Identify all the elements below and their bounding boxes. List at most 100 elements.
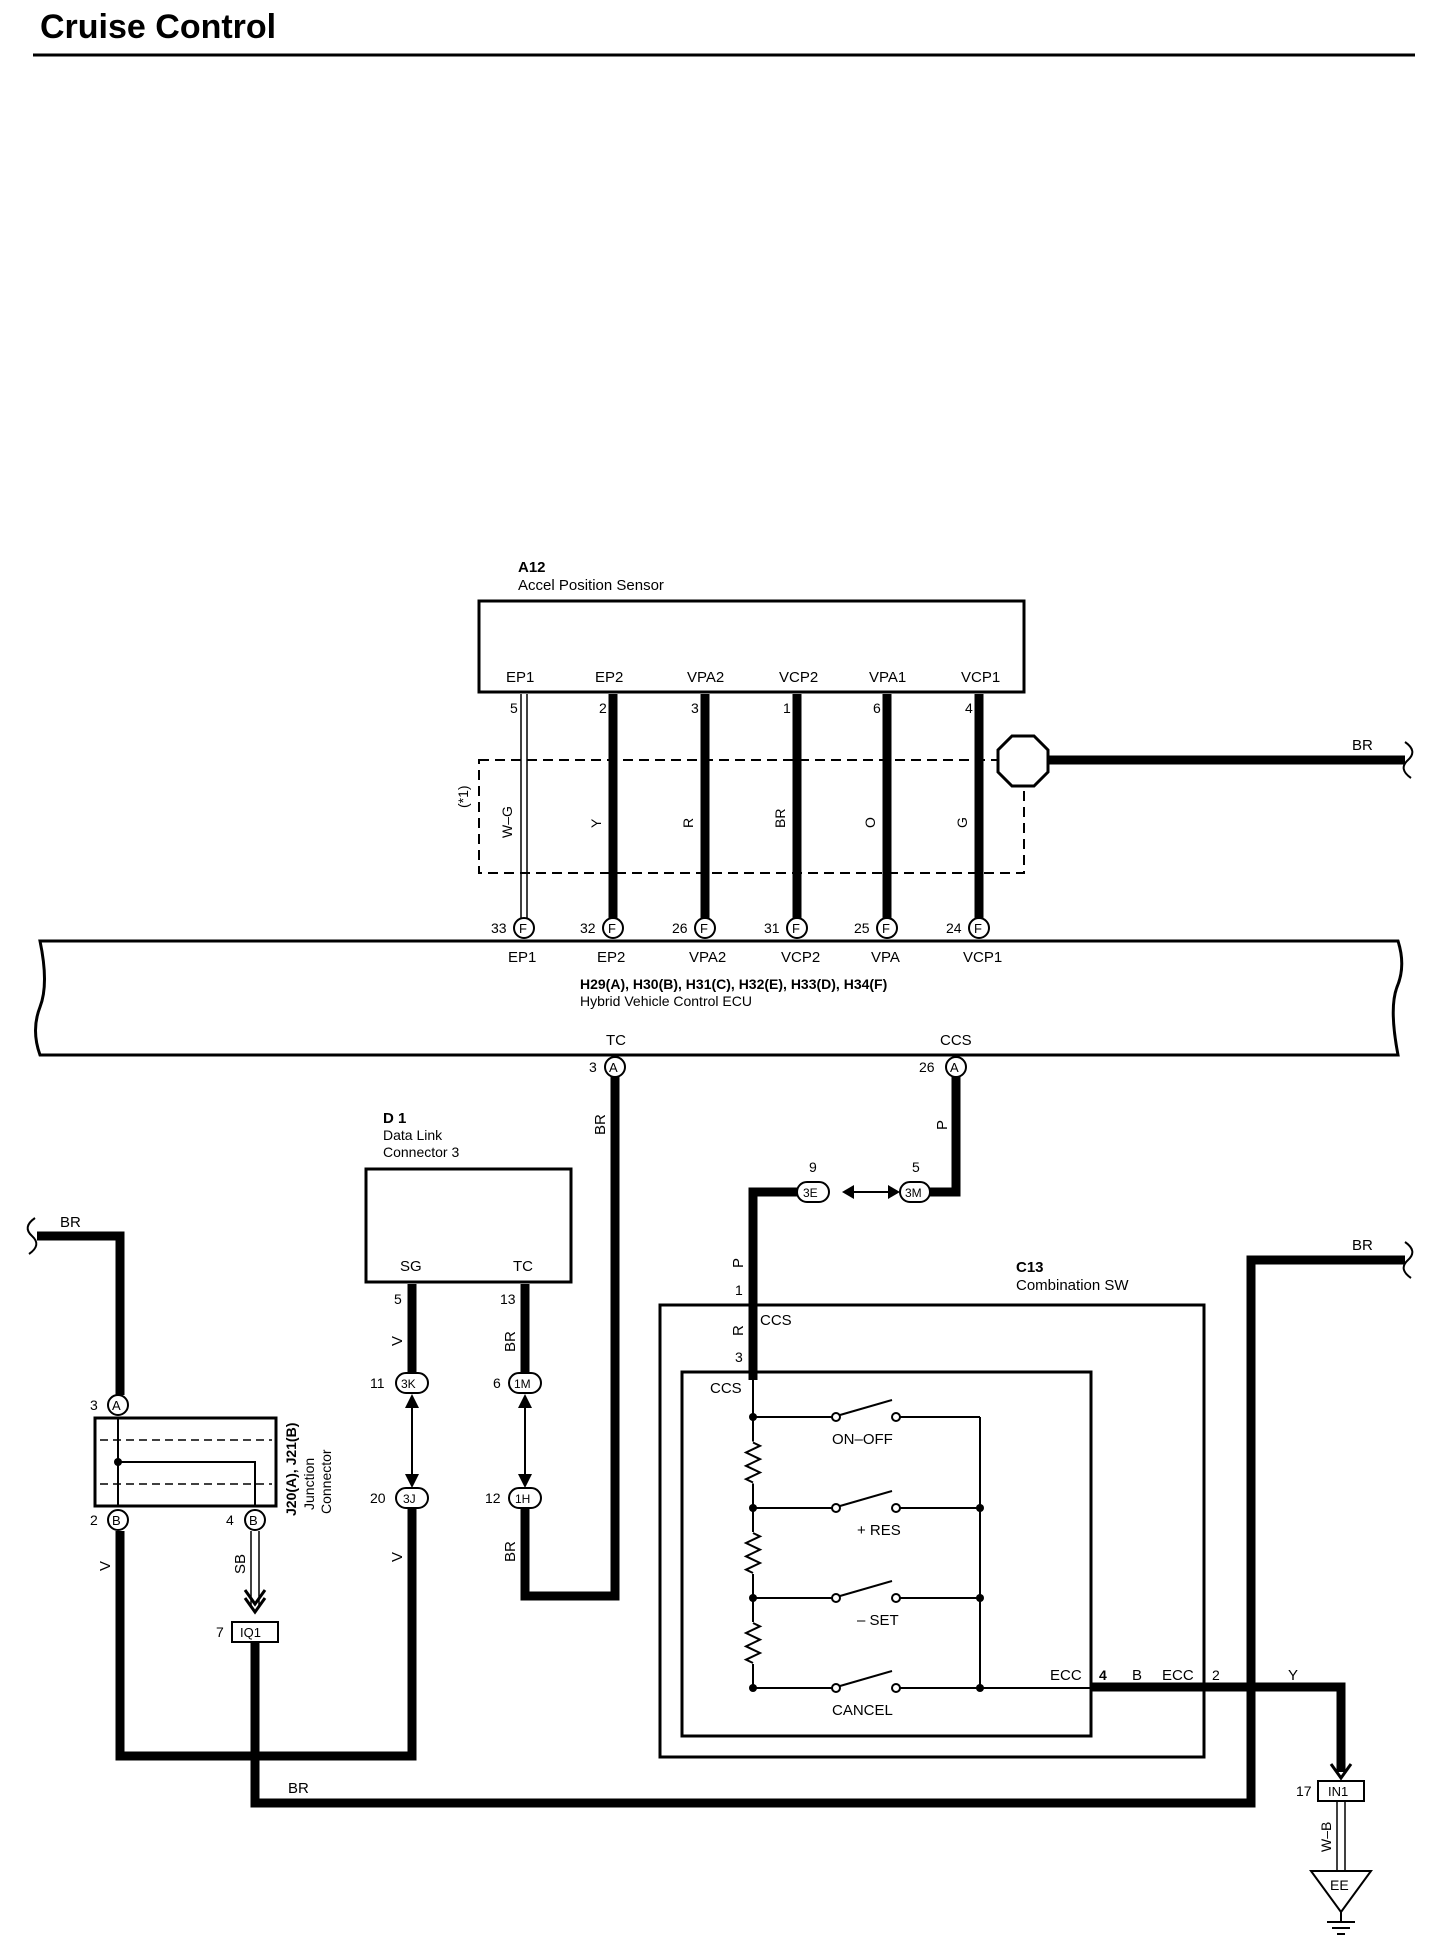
c13-node — [976, 1504, 984, 1512]
junction-name-2: Junction — [301, 1458, 317, 1510]
a12-name: Accel Position Sensor — [518, 577, 664, 594]
connector-iq1-label: IQ1 — [240, 1625, 261, 1640]
a12-box — [477, 599, 1026, 694]
a12-id: A12 — [518, 559, 546, 576]
connector-1h-label: 1H — [515, 1492, 530, 1506]
a12-pin-label: EP2 — [595, 669, 623, 686]
ground-label: EE — [1330, 1877, 1349, 1893]
connector-in1-num: 17 — [1296, 1783, 1312, 1799]
combination-switch: C13 Combination SW 1 3 CCS CCS ON–OFF+ R… — [658, 1259, 1220, 1759]
junction-pin-b2-num: 4 — [226, 1512, 234, 1528]
a12-pin-num: 5 — [510, 700, 518, 716]
ecu-body — [34, 939, 1404, 1057]
ecu-pin-tc-label: TC — [606, 1032, 626, 1049]
c13-node — [749, 1413, 757, 1421]
d1-name-2: Connector 3 — [383, 1144, 459, 1160]
d1-pin-tc-num: 13 — [500, 1291, 516, 1307]
c13-switch-contact — [891, 1593, 901, 1603]
wire-color-label: G — [954, 817, 970, 828]
accel-position-sensor: A12 Accel Position Sensor EP1 5 EP2 2 VPA2 3 V… — [477, 559, 1026, 716]
wire-sg-color: V — [389, 1336, 406, 1346]
ecu-pin-conn-letter: F — [882, 921, 890, 936]
a12-pin-label: VPA1 — [869, 669, 906, 686]
c13-switch-contact — [891, 1683, 901, 1693]
arrow-down-icon — [405, 1474, 419, 1488]
junction-connector: A 3 B 2 B 4 J20(A), J21(B) Junction Conn… — [90, 1394, 334, 1531]
wire-sb-color: SB — [232, 1554, 249, 1574]
page-title: Cruise Control — [40, 8, 276, 46]
wire-color-label: O — [862, 817, 878, 828]
wire-break-icon — [1402, 1241, 1414, 1279]
arrow-up-icon — [518, 1394, 532, 1408]
ecu-pin-tc-conn: A — [609, 1060, 618, 1075]
connector-1m-label: 1M — [514, 1377, 531, 1391]
wire-wb-color: W–B — [1318, 1822, 1334, 1852]
d1-box — [364, 1167, 573, 1284]
connector-1m: 1M 6 — [493, 1372, 542, 1394]
ecu-pin-conn-letter: F — [974, 921, 982, 936]
shield-box — [478, 759, 1025, 874]
sensor-wires — [520, 694, 984, 918]
a12-pin-label: VPA2 — [687, 669, 724, 686]
c13-switch-label: ON–OFF — [832, 1431, 893, 1448]
wire-d1tc2-color: BR — [502, 1541, 519, 1562]
connector-iq1: IQ1 7 — [216, 1621, 279, 1643]
c13-switch-contact — [891, 1412, 901, 1422]
ecu-pin-label: VPA2 — [689, 949, 726, 966]
c13-node — [749, 1684, 757, 1692]
ecu-pin-connector — [513, 917, 535, 939]
c13-ccs-inner: CCS — [710, 1380, 742, 1397]
a12-pin-num: 1 — [783, 700, 791, 716]
d1-name-1: Data Link — [383, 1127, 443, 1143]
c13-switch-blade — [839, 1399, 893, 1416]
connector-3e-num: 9 — [809, 1159, 817, 1175]
arrow-right-icon — [888, 1185, 900, 1199]
ecu-pin-num: 25 — [854, 920, 870, 936]
ecu-pin-conn-letter: F — [792, 921, 800, 936]
c13-switch-blade — [839, 1490, 893, 1507]
a12-pin-label: EP1 — [506, 669, 534, 686]
ecu-pin-num: 26 — [672, 920, 688, 936]
junction-name-1: J20(A), J21(B) — [283, 1423, 299, 1516]
ecu-name: Hybrid Vehicle Control ECU — [580, 993, 752, 1009]
ecu-pin-connector — [968, 917, 990, 939]
ecu-pin-label: EP1 — [508, 949, 536, 966]
d1-pin-tc: TC — [513, 1258, 533, 1275]
junction-pin-b2 — [244, 1509, 266, 1531]
ecu-pin-num: 31 — [764, 920, 780, 936]
ecu-pin-conn-letter: F — [519, 921, 527, 936]
c13-ecc-outer: ECC — [1162, 1667, 1194, 1684]
a12-pin-label: VCP2 — [779, 669, 818, 686]
connector-3k: 3K 11 — [370, 1372, 429, 1394]
wire-ccs-p — [930, 1077, 961, 1197]
connector-1m-body — [508, 1372, 542, 1394]
a12-pin-num: 2 — [599, 700, 607, 716]
ecu-pin-connector — [694, 917, 716, 939]
c13-pin3-num: 3 — [735, 1349, 743, 1365]
c13-name: Combination SW — [1016, 1277, 1129, 1294]
junction-bus-b — [118, 1461, 256, 1506]
ecu-pin-num: 32 — [580, 920, 596, 936]
connector-3e: 3E 9 — [796, 1159, 830, 1203]
connector-3j-num: 20 — [370, 1490, 386, 1506]
connector-in1-label: IN1 — [1328, 1784, 1348, 1799]
a12-pin-num: 3 — [691, 700, 699, 716]
ecu-pin-label: VCP1 — [963, 949, 1002, 966]
c13-switch-contact — [831, 1503, 841, 1513]
junction-pin-a-num: 3 — [90, 1397, 98, 1413]
ecu-pin-num: 33 — [491, 920, 507, 936]
d1-id: D 1 — [383, 1110, 406, 1127]
connector-3j: 3J 20 — [370, 1487, 429, 1509]
ecu-pin-tc-num: 3 — [589, 1059, 597, 1075]
connector-3k-label: 3K — [401, 1377, 416, 1391]
c13-inner-box — [680, 1370, 1093, 1738]
ecu-pin-connector — [876, 917, 898, 939]
junction-pin-a — [107, 1394, 129, 1416]
connector-3m: 3M 5 — [899, 1159, 931, 1203]
ecu-pin-ccs-conn: A — [950, 1060, 959, 1075]
connector-3k-body — [395, 1372, 429, 1394]
ecu-pin-label: EP2 — [597, 949, 625, 966]
wire-br-ground-bottom-label: BR — [288, 1780, 309, 1797]
c13-pin4-num: 4 — [1099, 1667, 1107, 1683]
